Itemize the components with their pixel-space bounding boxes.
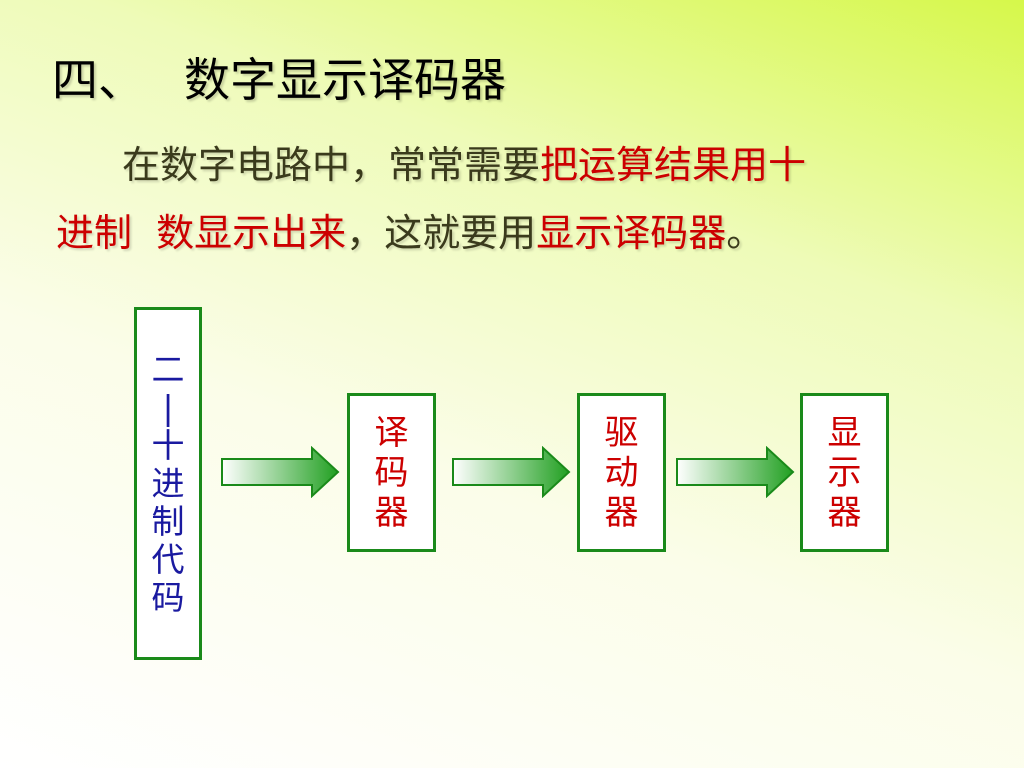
- driver-char: 驱: [604, 412, 639, 453]
- paragraph-text-highlight: 把运算结果用十: [540, 143, 807, 187]
- arrow-right-icon: [675, 446, 795, 498]
- paragraph-line-2: 进制 数显示出来，这就要用显示译码器。: [56, 208, 956, 258]
- decoder-char: 器: [374, 492, 409, 533]
- driver-box: 驱 动 器: [577, 393, 666, 552]
- decoder-char: 译: [374, 412, 409, 453]
- driver-char: 动: [604, 452, 639, 493]
- title-text: 数字显示译码器: [184, 53, 506, 107]
- input-char: 二: [151, 349, 185, 389]
- display-box: 显 示 器: [800, 393, 889, 552]
- paragraph-line-1: 在数字电路中，常常需要把运算结果用十: [56, 140, 1022, 190]
- display-char: 显: [827, 412, 862, 453]
- input-char: 进: [151, 463, 185, 503]
- display-char: 器: [827, 492, 862, 533]
- input-char: |: [162, 387, 174, 427]
- decoder-char: 码: [374, 452, 409, 493]
- input-char: 代: [151, 539, 185, 579]
- arrow-right-icon: [451, 446, 571, 498]
- paragraph-text-normal: ，这就要用: [346, 211, 537, 255]
- paragraph-text-normal: 在数字电路中，常常需要: [122, 143, 541, 187]
- paragraph-period: 。: [726, 211, 765, 255]
- paragraph-text-highlight: 显示译码器: [536, 211, 727, 255]
- arrow-right-icon: [220, 446, 340, 498]
- input-char: 码: [151, 577, 185, 617]
- paragraph-text-highlight: 进制 数显示出来: [56, 211, 347, 255]
- input-char: 十: [151, 425, 185, 465]
- driver-char: 器: [604, 492, 639, 533]
- bcd-input-box: 二 | 十 进 制 代 码: [134, 307, 202, 660]
- title-number: 四、: [52, 53, 144, 107]
- display-char: 示: [827, 452, 862, 493]
- input-char: 制: [151, 501, 185, 541]
- decoder-box: 译 码 器: [347, 393, 436, 552]
- slide-title: 四、数字显示译码器: [52, 50, 506, 110]
